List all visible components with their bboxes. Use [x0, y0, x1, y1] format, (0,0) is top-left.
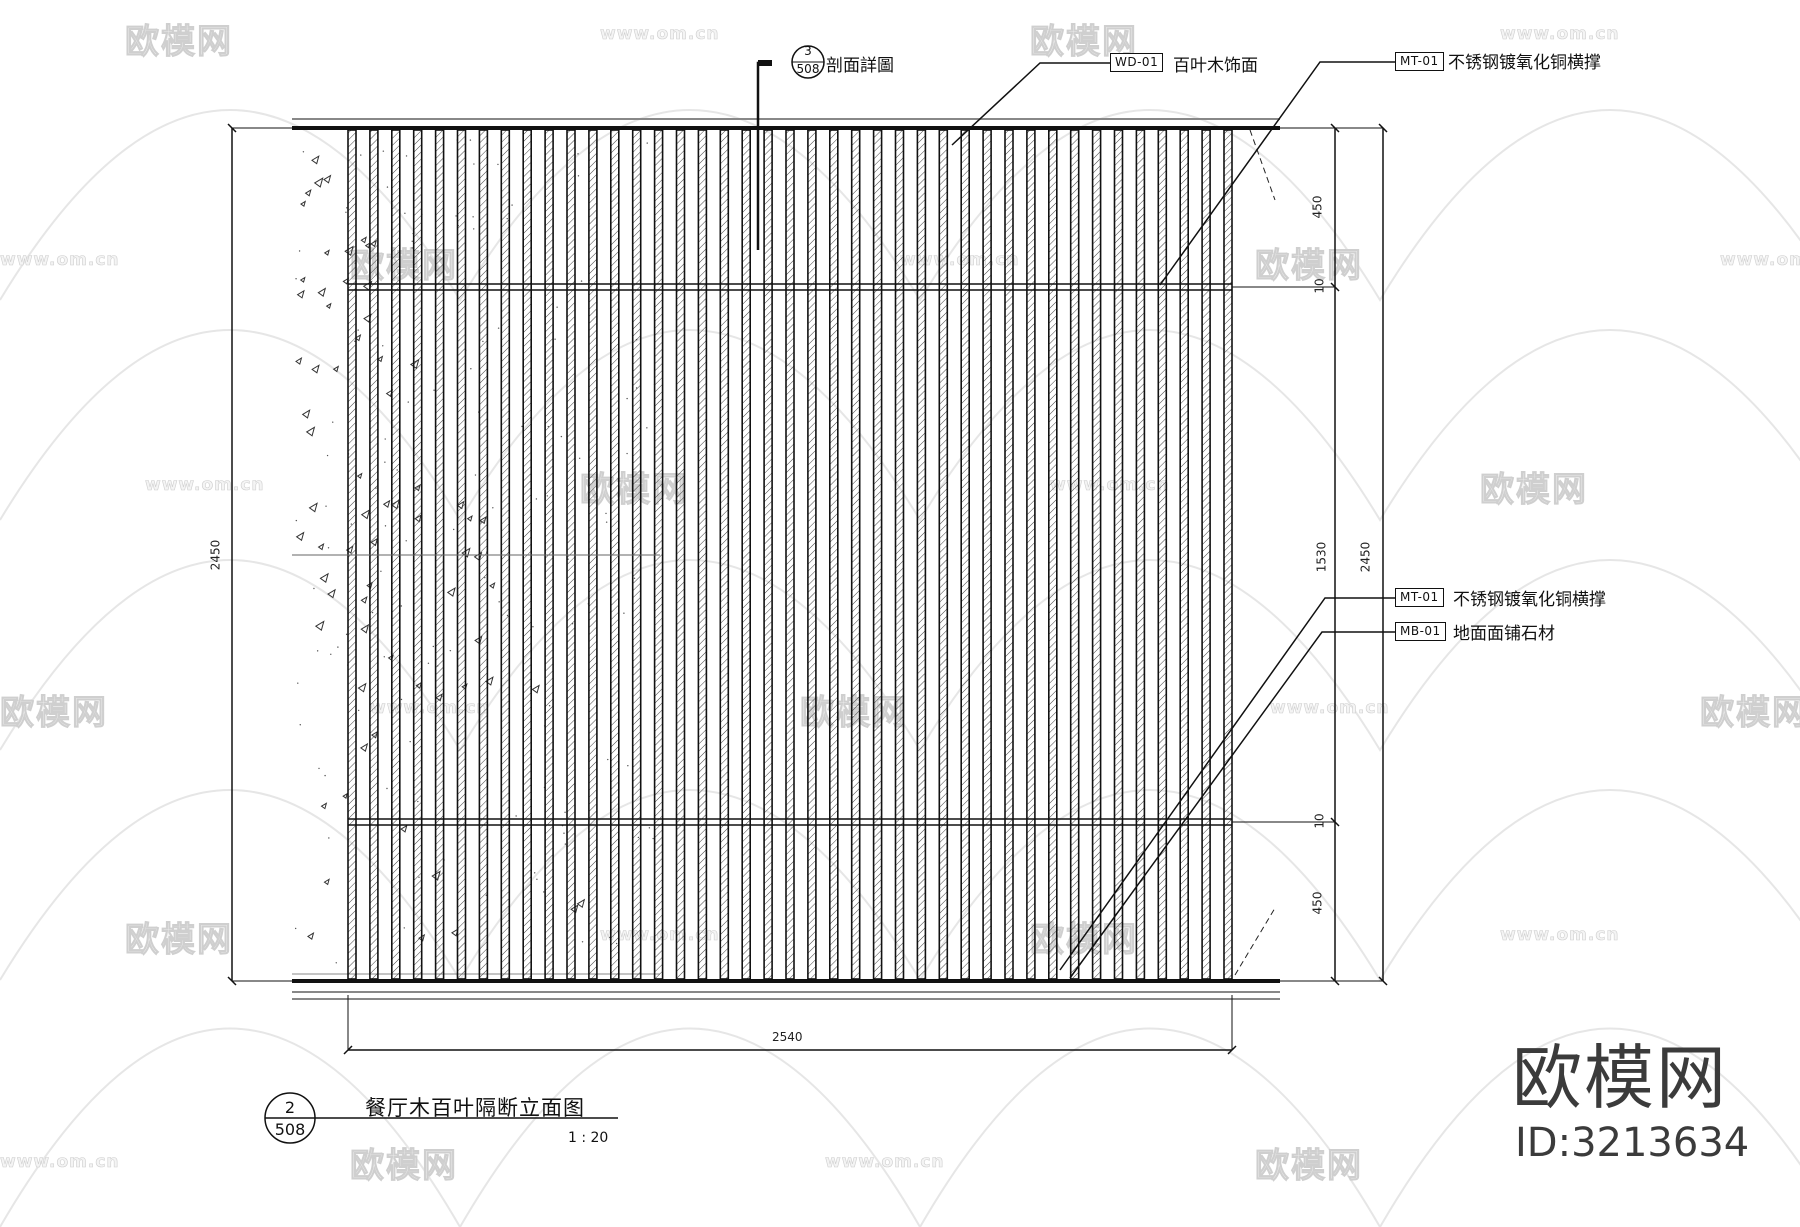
louver-slat — [697, 129, 708, 980]
louver-slat — [938, 129, 949, 980]
louver-slat — [828, 129, 839, 980]
section-callout-number: 3 — [804, 44, 812, 58]
louver-slat — [675, 129, 686, 980]
dim-right-height: 2450 — [1358, 541, 1373, 573]
louver-slat — [1223, 129, 1233, 980]
louver-slat — [1179, 129, 1189, 980]
louver-slat — [807, 129, 817, 980]
dim-left-height: 2450 — [208, 539, 223, 571]
louver-slat — [785, 129, 795, 980]
louver-slat — [850, 129, 861, 980]
louver-slat — [1026, 129, 1036, 980]
annotation-text-mb01: 地面面铺石材 — [1453, 624, 1555, 644]
annotation-code-mt01-bottom: MT-01 — [1395, 588, 1444, 607]
annotation-text-mt01-bottom: 不锈钢镀氧化铜横撑 — [1453, 590, 1606, 610]
louver-slat — [741, 129, 752, 980]
annotation-text-wd01: 百叶木饰面 — [1173, 56, 1258, 76]
louver-slat — [1004, 129, 1014, 980]
model-id: ID:3213634 — [1515, 1120, 1750, 1166]
dim-segment-middle: 1530 — [1314, 541, 1329, 573]
section-callout-label: 剖面詳圖 — [826, 56, 894, 76]
louver-slat — [982, 129, 992, 980]
leader-mt01-bottom — [1059, 597, 1395, 971]
louver-slat — [960, 129, 971, 980]
detail-number: 2 — [284, 1098, 296, 1117]
louver-slat — [1201, 129, 1211, 980]
louver-slat — [763, 129, 773, 980]
louver-slat — [1048, 129, 1058, 980]
annotation-text-mt01-top: 不锈钢镀氧化铜横撑 — [1448, 53, 1601, 73]
section-callout-sheet: 508 — [796, 62, 820, 76]
annotation-code-wd01: WD-01 — [1110, 53, 1164, 72]
drawing-scale: 1 : 20 — [568, 1130, 609, 1146]
dim-segment-top: 450 — [1310, 195, 1325, 219]
leader-mb01 — [1069, 631, 1395, 979]
annotation-code-mt01-top: MT-01 — [1395, 52, 1444, 71]
louver-slat — [1135, 129, 1146, 980]
louver-slat — [719, 129, 730, 980]
dim-bottom-width: 2540 — [772, 1030, 803, 1044]
louver-slat — [916, 129, 927, 980]
detail-sheet: 508 — [274, 1120, 306, 1139]
leader-mt01-top — [1159, 61, 1395, 286]
louver-slat — [1091, 129, 1102, 980]
louver-slat — [1069, 129, 1080, 980]
leader-wd01 — [951, 62, 1110, 146]
dim-segment-rail-top: 10 — [1312, 278, 1327, 294]
louver-slat — [872, 129, 883, 980]
louver-slat — [1157, 129, 1168, 980]
dim-segment-bottom: 450 — [1310, 891, 1325, 915]
dim-segment-rail-bottom: 10 — [1312, 813, 1327, 829]
annotation-code-mb01: MB-01 — [1395, 622, 1446, 641]
louver-slat — [1113, 129, 1124, 980]
louver-slat — [894, 129, 905, 980]
brand-logo: 欧模网 — [1512, 1037, 1728, 1119]
drawing-title: 餐厅木百叶隔断立面图 — [365, 1096, 585, 1120]
